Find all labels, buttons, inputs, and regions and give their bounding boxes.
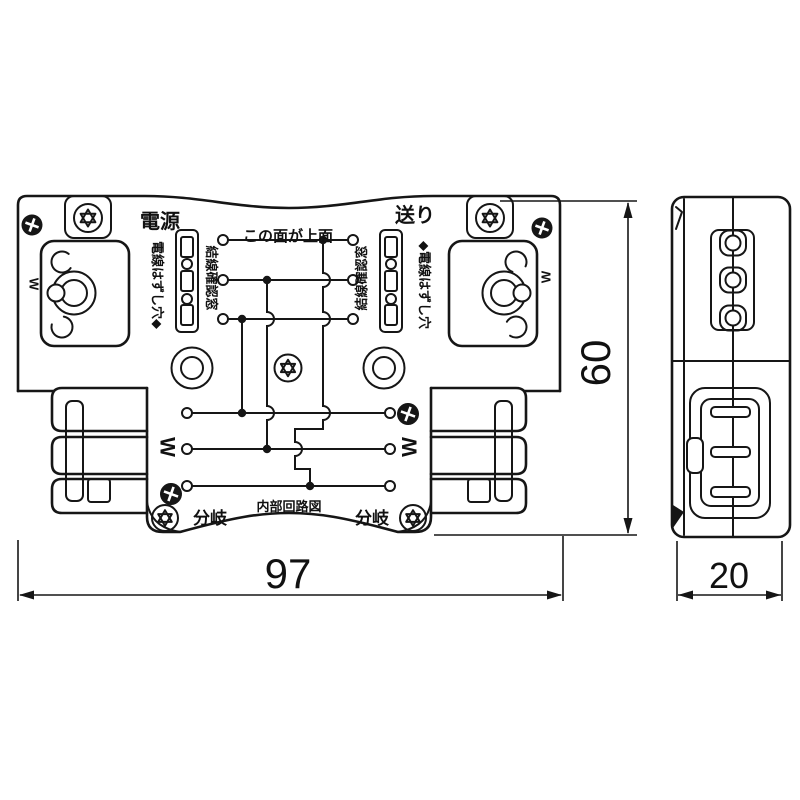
junction-dot [237,408,247,418]
label-top-face-note: この面が上面 [243,227,333,245]
label-connection-window-right: 結線確認窓 [354,245,369,310]
label-wire-release-left: 電線はずし穴◆ [150,241,165,329]
terminal-circle [181,480,193,492]
phillips-screw-icon [21,214,43,236]
mounting-boss-left [170,346,214,390]
terminal-circle [384,480,396,492]
front-view: 電源 送り この面が上面 電線はずし穴◆ ◆電線はずし穴 結線確認窓 結線確認窓… [16,194,562,534]
terminal-circle [217,313,229,325]
terminal-circle [217,274,229,286]
bus-pole1 [294,239,331,487]
label-wire-release-right: ◆電線はずし穴 [417,241,432,329]
dim-value-60: 60 [572,340,619,387]
terminal-circle [347,234,359,246]
junction-dot [262,444,272,454]
branch-tabs-left [50,386,149,515]
dimension-front-width: 97 [17,536,564,601]
terminal-circle [217,234,229,246]
front-upper-body-outline [16,194,562,393]
feed-connector-plate [447,239,539,348]
top-tab-left [64,195,112,239]
connection-window-strip-right [379,229,403,333]
label-branch-right: 分岐 [355,508,390,528]
dimension-side-depth: 20 [676,541,783,601]
junction-dot [237,314,247,324]
bus-pole2 [266,279,275,450]
junction-dot [318,235,328,245]
torx-screw-icon [399,504,427,532]
dimensions: 97 60 20 [17,200,783,601]
torx-screw-icon [475,203,505,233]
side-terminal-strip [710,229,755,332]
dim-value-20: 20 [709,555,749,596]
label-terminal-w: W [155,437,178,457]
internal-circuit-diagram [181,234,396,492]
side-notch-top [675,206,683,230]
label-power: 電源 [140,210,180,233]
label-internal-circuit: 内部回路図 [256,499,321,514]
torx-screw-icon [151,504,179,532]
phillips-screw-icon [531,217,553,239]
junction-dot [262,275,272,285]
terminal-circle [181,443,193,455]
terminal-circle [181,407,193,419]
terminal-circle [347,313,359,325]
label-terminal-w: W [399,437,422,457]
power-connector-plate [39,239,131,348]
label-terminal-w: W [538,270,553,283]
side-view [670,195,792,539]
front-lower-body-outline [145,386,433,534]
mounting-boss-right [362,346,406,390]
side-body-outline [670,195,792,539]
phillips-screw-icon [397,403,419,425]
label-branch-left: 分岐 [193,508,228,528]
connection-window-strip-left [175,229,199,333]
label-terminal-w: W [27,278,42,291]
torx-screw-icon [273,353,303,383]
branch-tabs-right [429,386,528,515]
side-branch-plate [686,387,771,519]
phillips-screw-icon [160,483,182,505]
terminal-circle [384,407,396,419]
label-feed: 送り [395,203,435,227]
label-connection-window-left: 結線確認窓 [204,245,219,310]
side-notch-bottom [673,505,684,528]
junction-dot [305,481,315,491]
terminal-circle [384,443,396,455]
dim-value-97: 97 [265,550,312,597]
torx-screw-icon [73,203,103,233]
top-tab-right [466,195,514,239]
terminal-circle [347,274,359,286]
dimension-front-height: 60 [434,200,637,536]
